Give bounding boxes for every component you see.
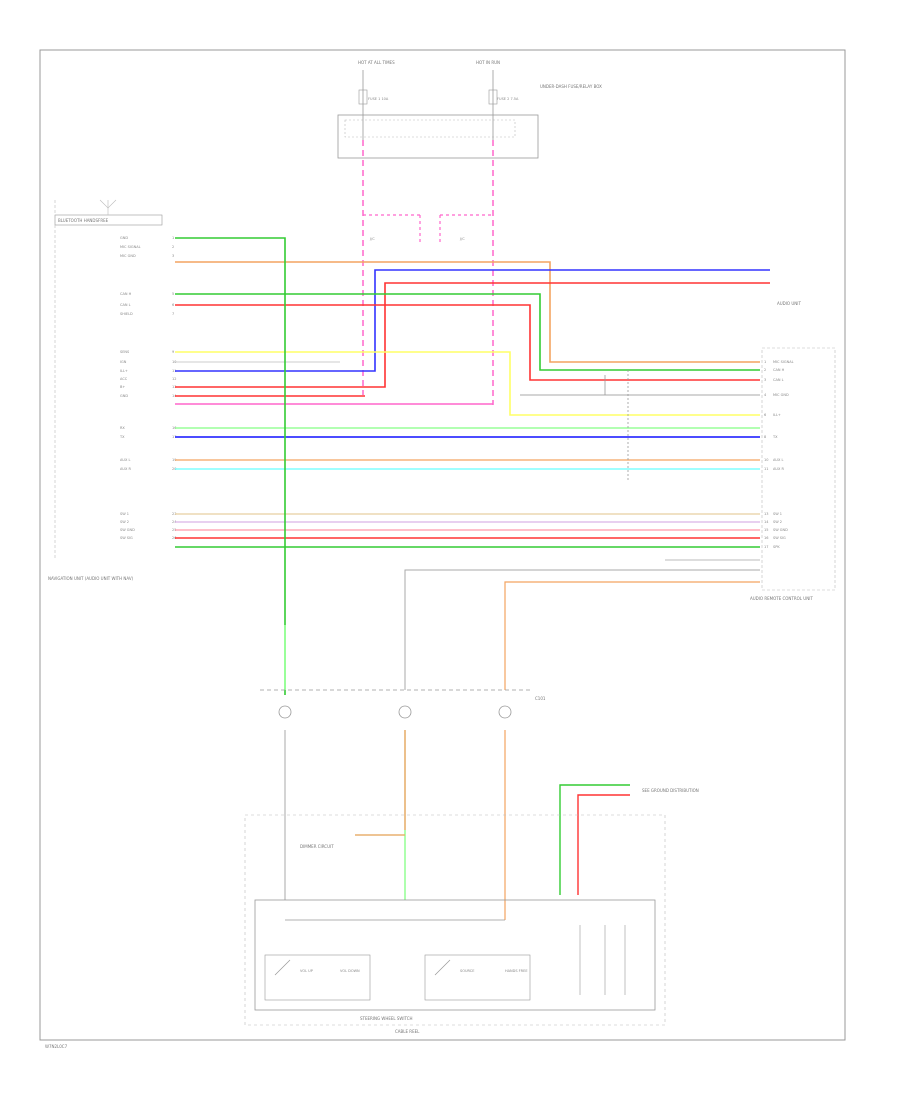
left-pin-number: 26: [172, 536, 176, 540]
right-pin-number: 11: [764, 467, 768, 471]
right-pin-number: 8: [764, 435, 766, 439]
left-pin-label: GND: [120, 236, 128, 240]
right-pin-number: 13: [764, 512, 768, 516]
left-pin-number: 7: [172, 312, 174, 316]
right-pin-number: 15: [764, 528, 768, 532]
left-unit-title: NAVIGATION UNIT (AUDIO UNIT WITH NAV): [48, 576, 134, 581]
left-pin-number: 17: [172, 435, 176, 439]
left-pin-number: 6: [172, 303, 174, 307]
left-pin-number: 16: [172, 426, 176, 430]
right-pin-label: SPK: [773, 545, 780, 549]
left-pin-label: CAN L: [120, 303, 131, 307]
diagram-frame: [39, 49, 846, 1041]
steering-switch: VOL UP VOL DOWN SOURCE HANDS FREE STEERI…: [244, 814, 666, 1034]
connector-c101: C101: [260, 689, 546, 719]
right-pin-label: TX: [772, 435, 778, 439]
left-pin-label: SW 2: [120, 520, 129, 524]
left-pin-label: MIC SIGNAL: [120, 245, 141, 249]
left-pin-number: 1: [172, 236, 174, 240]
other-label: SEE GROUND DISTRIBUTION: [642, 788, 699, 793]
right-pin-number: 16: [764, 536, 768, 540]
fuse-2-rating: FUSE 2 7.5A: [497, 97, 519, 101]
left-pin-label: ILL+: [120, 369, 128, 373]
left-pin-number: 10: [172, 360, 176, 364]
fuse-1-rating: FUSE 1 10A: [368, 97, 389, 101]
cable-reel-label: CABLE REEL: [395, 1029, 420, 1034]
left-pin-label: AUX L: [120, 458, 130, 462]
switch-2-label: VOL DOWN: [340, 969, 360, 973]
left-pin-number: 2: [172, 245, 174, 249]
left-pin-number: 20: [172, 467, 176, 471]
right-pin-number: 17: [764, 545, 768, 549]
right-pin-label: CAN H: [773, 368, 785, 372]
switch-1-label: VOL UP: [300, 969, 313, 973]
left-pin-number: 12: [172, 377, 176, 381]
right-pin-number: 14: [764, 520, 769, 524]
left-pin-label: RX: [120, 426, 125, 430]
left-pin-number: 9: [172, 350, 174, 354]
left-pin-number: 25: [172, 528, 176, 532]
right-pin-label: ILL+: [773, 413, 781, 417]
left-pin-number: 3: [172, 254, 174, 258]
right-pin-label: SW 1: [773, 512, 782, 516]
right-pin-number: 6: [764, 413, 766, 417]
right-pin-label: AUX L: [773, 458, 783, 462]
dimmer-label: DIMMER CIRCUIT: [300, 844, 334, 849]
left-pin-label: B+: [120, 385, 125, 389]
switch-3-label: SOURCE: [460, 969, 474, 973]
right-pin-number: 4: [764, 393, 767, 397]
right-unit-top-label: AUDIO UNIT: [777, 301, 801, 306]
right-pin-label: MIC SIGNAL: [773, 360, 794, 364]
right-pin-label: AUX R: [773, 467, 784, 471]
left-unit-top-label: BLUETOOTH HANDSFREE: [58, 218, 109, 223]
right-pin-label: SW SIG: [773, 536, 786, 540]
left-pin-label: MIC GND: [120, 254, 136, 258]
fuse-1-name: HOT AT ALL TIMES: [358, 60, 395, 65]
left-pin-number: 19: [172, 458, 176, 462]
left-pin-label: IGN: [120, 360, 127, 364]
left-pin-number: 5: [172, 292, 174, 296]
right-pin-label: SW GND: [773, 528, 788, 532]
steering-switch-title: STEERING WHEEL SWITCH: [360, 1016, 413, 1021]
left-pin-label: TX: [119, 435, 125, 439]
left-unit: BLUETOOTH HANDSFREE NAVIGATION UNIT (AUD…: [48, 199, 177, 581]
right-pin-label: MIC GND: [773, 393, 789, 397]
left-pin-number: 14: [172, 394, 177, 398]
splice-label-1: J/C: [369, 237, 375, 241]
fuse-2-name: HOT IN RUN: [476, 60, 500, 65]
connector-label: C101: [535, 696, 546, 701]
switch-4-label: HANDS FREE: [505, 969, 528, 973]
left-pin-label: AUX R: [120, 467, 131, 471]
fuse-box: HOT AT ALL TIMES HOT IN RUN FUSE 1 10A F…: [337, 60, 602, 159]
left-pin-label: SW SIG: [120, 536, 133, 540]
left-pin-label: SENS: [120, 350, 130, 354]
power-feed-wires: J/C J/C: [362, 140, 494, 405]
left-pin-label: CAN H: [120, 292, 132, 296]
fuse-box-label: UNDER-DASH FUSE/RELAY BOX: [540, 84, 602, 89]
left-pin-number: 23: [172, 512, 176, 516]
left-pin-number: 13: [172, 385, 176, 389]
splice-label-2: J/C: [459, 237, 465, 241]
right-pin-label: SW 2: [773, 520, 782, 524]
left-pin-label: SHIELD: [120, 312, 133, 316]
left-pin-label: SW 1: [120, 512, 129, 516]
right-pin-number: 1: [764, 360, 766, 364]
right-unit-title: AUDIO REMOTE CONTROL UNIT: [750, 596, 813, 601]
left-pin-label: SW GND: [120, 528, 135, 532]
wiring-harness: [175, 237, 770, 695]
left-pin-label: GND: [120, 394, 128, 398]
right-unit-pin-list: 1 MIC SIGNAL 2 CAN H 3 CAN L 4 MIC GND 6 ILL+ 8 TX 1…: [764, 360, 794, 549]
diagram-code: W7N2L0C7: [45, 1044, 68, 1049]
lower-wires: DIMMER CIRCUIT SEE GROUND DISTRIBUTION: [284, 730, 699, 920]
left-pin-number: 11: [172, 369, 176, 373]
left-pin-number: 24: [172, 520, 177, 524]
right-pin-label: CAN L: [773, 378, 784, 382]
left-pin-label: ACC: [120, 377, 128, 381]
right-pin-number: 3: [764, 378, 766, 382]
right-pin-number: 10: [764, 458, 768, 462]
right-pin-number: 2: [764, 368, 766, 372]
